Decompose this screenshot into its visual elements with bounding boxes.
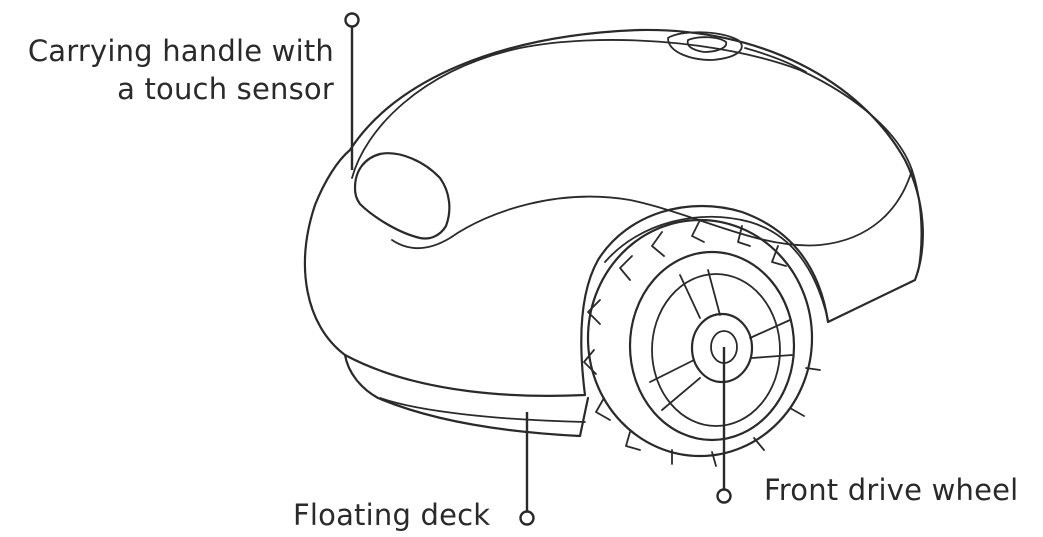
carrying-handle — [355, 153, 449, 238]
side-seam — [912, 170, 921, 272]
label-front-drive-wheel-line-1: Front drive wheel — [764, 471, 1018, 509]
wheel-rim — [630, 252, 794, 440]
label-floating-deck: Floating deck — [293, 496, 490, 534]
wheel-leader-dot — [718, 490, 731, 503]
wheel-spoke-left — [650, 360, 700, 410]
label-front-drive-wheel: Front drive wheel — [764, 471, 1018, 509]
label-carrying-handle-line-2: a touch sensor — [28, 70, 334, 108]
mower-body — [305, 30, 923, 436]
canopy-seam — [352, 40, 912, 248]
front-drive-wheel — [584, 220, 820, 466]
wheel-hub — [692, 314, 752, 382]
label-floating-deck-line-1: Floating deck — [293, 496, 490, 534]
wheel-spoke-top — [680, 270, 720, 318]
label-carrying-handle: Carrying handle with a touch sensor — [28, 32, 334, 108]
handle-leader-dot — [346, 14, 359, 27]
wheel-spoke-right — [750, 320, 792, 358]
label-carrying-handle-line-1: Carrying handle with — [28, 32, 334, 70]
callout-leaders — [346, 14, 731, 525]
deck-leader-dot — [521, 512, 534, 525]
